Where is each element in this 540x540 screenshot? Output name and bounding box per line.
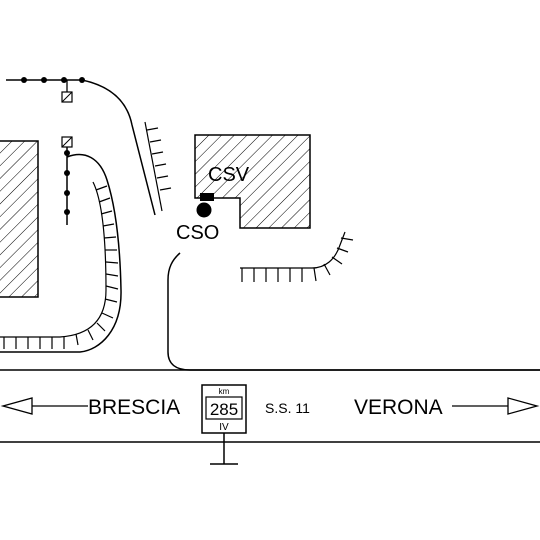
arrow-brescia bbox=[0, 397, 88, 415]
km-marker: km 285 IV bbox=[201, 384, 247, 465]
embankment-ticks-left bbox=[3, 185, 119, 349]
rail-line-top bbox=[6, 77, 85, 103]
arrow-verona bbox=[452, 397, 540, 415]
building-right bbox=[194, 134, 311, 229]
access-road-upper bbox=[81, 79, 156, 216]
access-road-left-edge bbox=[140, 262, 160, 370]
building-left bbox=[0, 140, 39, 298]
km-unit: km bbox=[219, 387, 230, 396]
km-numeral: IV bbox=[219, 422, 229, 433]
access-road-main bbox=[167, 252, 540, 371]
label-cso: CSO bbox=[176, 222, 219, 244]
label-verona: VERONA bbox=[354, 396, 443, 419]
cso-marker bbox=[196, 202, 212, 218]
embankment-ticks-right bbox=[241, 237, 354, 282]
rail-line-vertical bbox=[61, 136, 73, 225]
inner-road-left bbox=[0, 153, 122, 353]
embankment-right bbox=[240, 231, 346, 269]
embankment-ticks-upper bbox=[144, 121, 172, 212]
label-road: S.S. 11 bbox=[265, 400, 310, 416]
km-value: 285 bbox=[210, 400, 238, 419]
embankment-left bbox=[0, 181, 107, 338]
label-csv: CSV bbox=[208, 164, 250, 186]
csv-marker bbox=[200, 193, 214, 201]
label-brescia: BRESCIA bbox=[88, 396, 180, 419]
